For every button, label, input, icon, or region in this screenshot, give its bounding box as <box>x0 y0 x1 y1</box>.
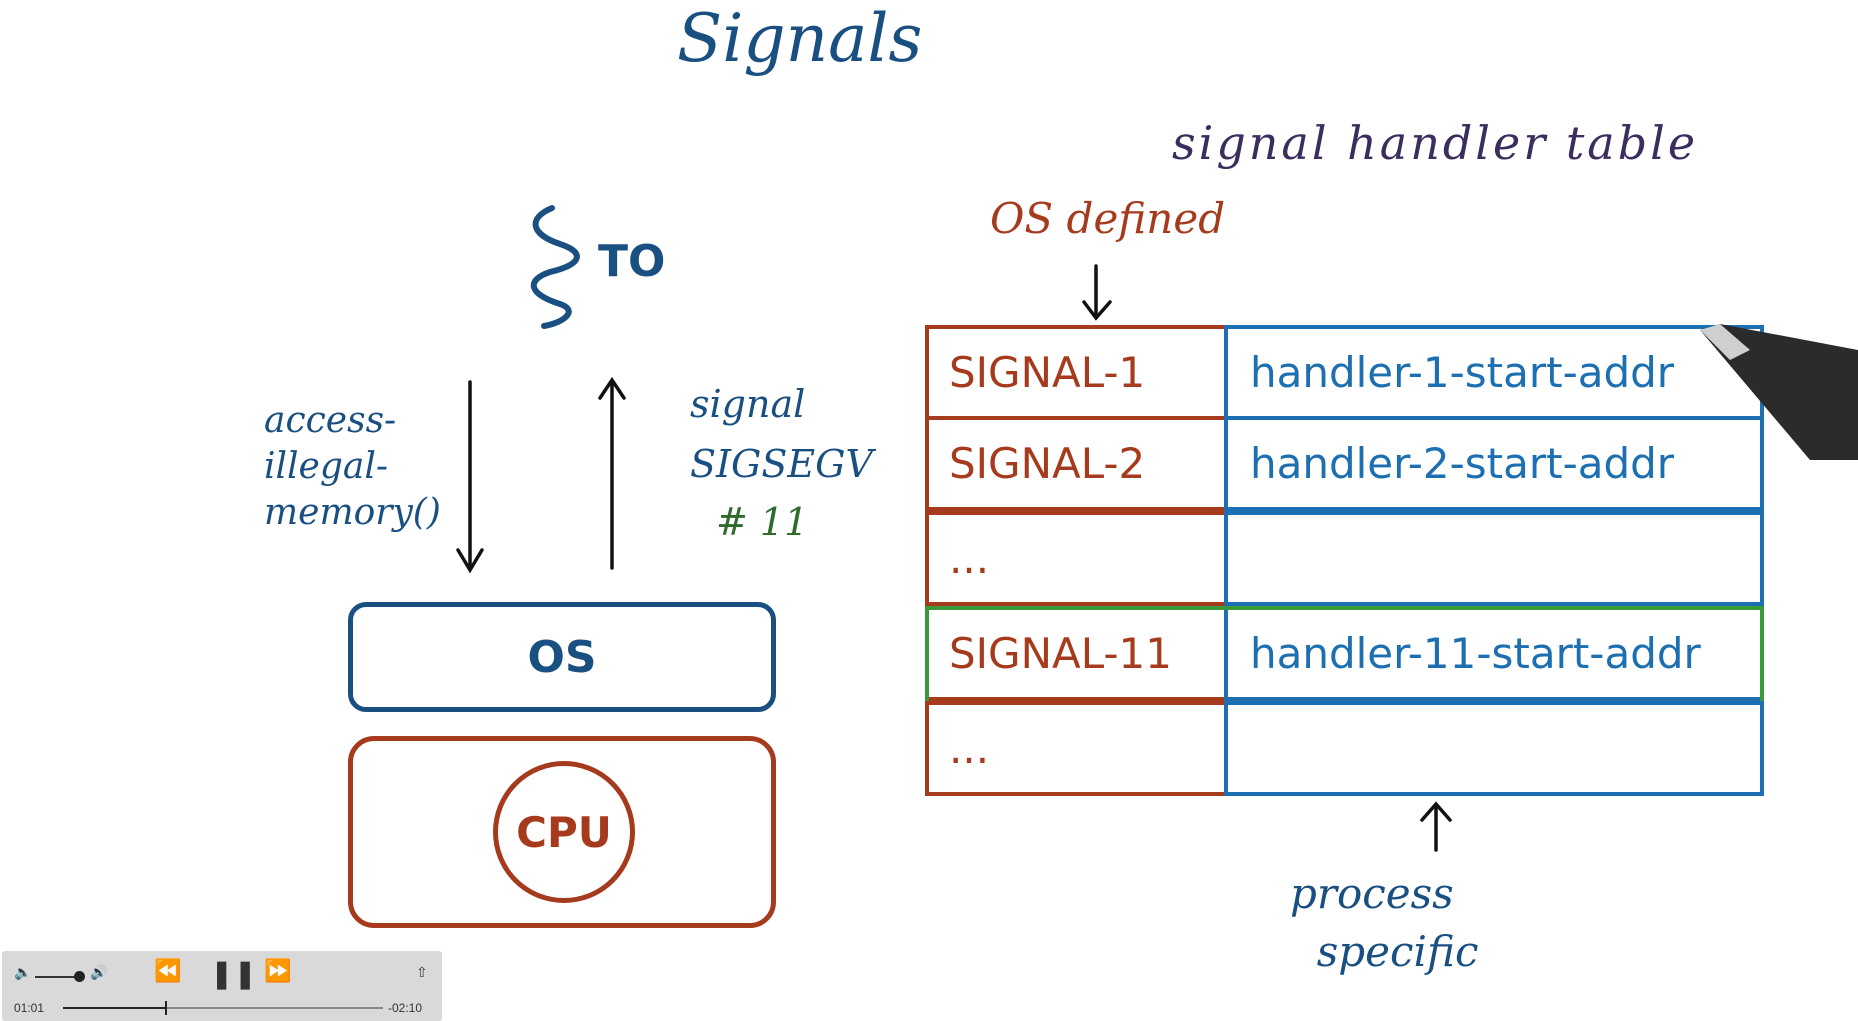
fast-forward-button[interactable]: ⏩ <box>264 959 292 984</box>
cpu-label: CPU <box>516 807 612 857</box>
volume-slider[interactable] <box>35 976 79 978</box>
volume-knob[interactable] <box>74 971 85 982</box>
table-handler-cell: handler-2-start-addr <box>1224 416 1764 511</box>
process-specific-label: process specific <box>1290 869 1479 976</box>
signal-sigsegv-label: signal SIGSEGV <box>690 382 873 486</box>
system-call-label: access- illegal- memory() <box>264 400 441 533</box>
up-arrow-icon <box>598 376 626 570</box>
mute-icon[interactable]: 🔈 <box>14 965 32 981</box>
table-handler-cell <box>1224 701 1764 796</box>
signal-number-label: # 11 <box>716 500 809 544</box>
table-signal-cell: SIGNAL-1 <box>925 325 1228 420</box>
cpu-box: CPU <box>348 736 776 928</box>
os-box: OS <box>348 602 776 712</box>
share-icon[interactable]: ⇧ <box>416 965 428 981</box>
thread-squiggle-icon <box>530 205 580 329</box>
rewind-button[interactable]: ⏪ <box>154 959 182 984</box>
table-signal-cell: ... <box>925 511 1228 606</box>
slide-title: Signals <box>677 0 923 77</box>
pen-icon <box>1700 324 1858 460</box>
process-specific-arrow-icon <box>1420 801 1452 852</box>
os-defined-arrow-icon <box>1082 264 1112 321</box>
down-arrow-icon <box>456 380 484 574</box>
thread-label: TO <box>598 236 666 287</box>
table-signal-cell: SIGNAL-2 <box>925 416 1228 511</box>
seek-progress <box>63 1007 166 1009</box>
elapsed-time: 01:01 <box>14 1001 45 1015</box>
table-title: signal handler table <box>1172 116 1699 170</box>
seek-knob[interactable] <box>165 1001 168 1015</box>
video-player-controls: 🔈 🔊 ⏪ ❚❚ ⏩ ⇧ 01:01 -02:10 <box>2 951 442 1021</box>
table-handler-cell <box>1224 511 1764 606</box>
volume-max-icon[interactable]: 🔊 <box>90 965 108 981</box>
seek-bar[interactable] <box>63 1001 383 1015</box>
table-handler-cell: handler-1-start-addr <box>1224 325 1764 420</box>
os-label: OS <box>527 631 597 683</box>
table-signal-cell: ... <box>925 701 1228 796</box>
pause-button[interactable]: ❚❚ <box>210 957 257 990</box>
os-defined-label: OS defined <box>990 194 1226 243</box>
remaining-time: -02:10 <box>388 1001 423 1015</box>
highlighted-row-outline <box>925 606 1764 705</box>
cpu-circle: CPU <box>493 761 635 903</box>
